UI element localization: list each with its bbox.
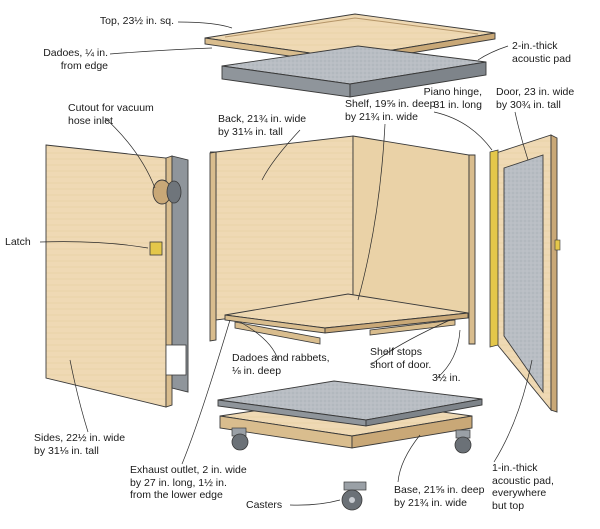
label-top-acoustic-pad: 2-in.-thick acoustic pad [512,40,571,65]
label-base: Base, 21⅝ in. deep by 21¾ in. wide [394,484,485,509]
label-sides: Sides, 22½ in. wide by 31⅛ in. tall [34,432,126,457]
label-exhaust-outlet: Exhaust outlet, 2 in. wide by 27 in. lon… [130,464,247,501]
label-piano-hinge: Piano hinge, 31 in. long [423,86,482,111]
side-panel [45,144,189,408]
label-casters: Casters [246,499,283,511]
label-shelf: Shelf, 19⅝ in. deep by 21¾ in. wide [345,98,436,123]
base-assembly [217,380,483,511]
label-latch: Latch [5,236,31,248]
label-top: Top, 23½ in. sq. [99,15,174,27]
back-panel [209,135,476,345]
label-cutout: Cutout for vacuum hose inlet [68,102,154,127]
label-dadoes-rabbets: Dadoes and rabbets, ⅛ in. deep [232,352,330,377]
label-dadoes: Dadoes, ¼ in. from edge [43,47,108,72]
leader-lines [39,21,533,506]
caster-wheel [231,427,249,451]
door-panel [489,134,561,413]
top-acoustic-pad [221,45,487,98]
label-shelf-stops: Shelf stops short of door. [370,346,432,371]
caster-wheel [454,429,472,454]
label-door: Door, 23 in. wide by 30¾ in. tall [496,86,575,111]
label-dimension-3-5-in: 3½ in. [432,372,461,384]
caster-wheel [341,481,367,511]
label-door-acoustic-pad: 1-in.-thick acoustic pad, everywhere but… [492,462,554,512]
label-back: Back, 21¾ in. wide by 31⅛ in. tall [218,113,307,138]
shelf [224,293,469,345]
